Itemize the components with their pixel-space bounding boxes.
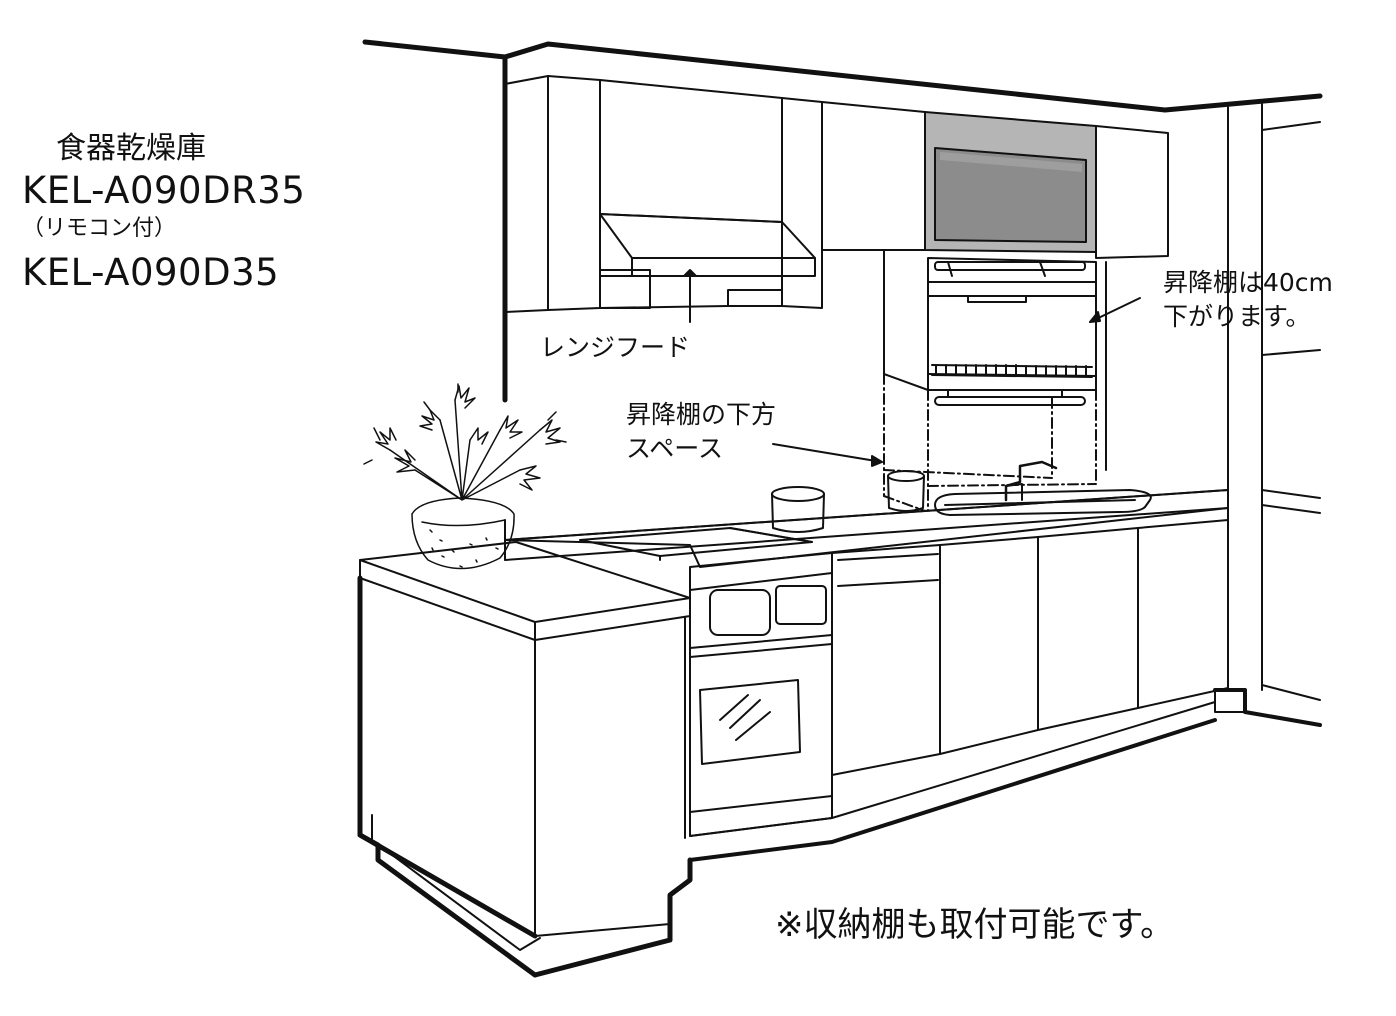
lift-shelf-label-line2: 下がります。 bbox=[1163, 302, 1311, 331]
model-number-remote: KEL-A090DR35 bbox=[22, 169, 306, 212]
dish-dryer-cabinet bbox=[772, 111, 1169, 513]
base-cabinets bbox=[688, 519, 1229, 862]
counter bbox=[504, 460, 1229, 568]
space-below-label: 昇降棚の下方 スペース bbox=[626, 398, 776, 466]
space-below-label-line1: 昇降棚の下方 bbox=[626, 400, 777, 429]
potted-plant bbox=[363, 383, 567, 570]
room-walls bbox=[362, 39, 1323, 727]
space-below-label-line2: スペース bbox=[626, 434, 724, 463]
peninsula-cabinet bbox=[357, 541, 693, 978]
model-number-standard: KEL-A090D35 bbox=[22, 251, 280, 294]
remote-note: （リモコン付） bbox=[22, 216, 177, 241]
product-name: 食器乾燥庫 bbox=[56, 131, 206, 166]
range-hood bbox=[599, 213, 816, 323]
wall-cabinet-middle bbox=[821, 101, 926, 251]
lift-shelf-label-line1: 昇降棚は40cm bbox=[1163, 268, 1333, 297]
footnote: ※収納棚も取付可能です。 bbox=[775, 905, 1175, 945]
range-hood-label: レンジフード bbox=[540, 333, 691, 362]
lift-shelf-label: 昇降棚は40cm 下がります。 bbox=[1163, 266, 1333, 334]
